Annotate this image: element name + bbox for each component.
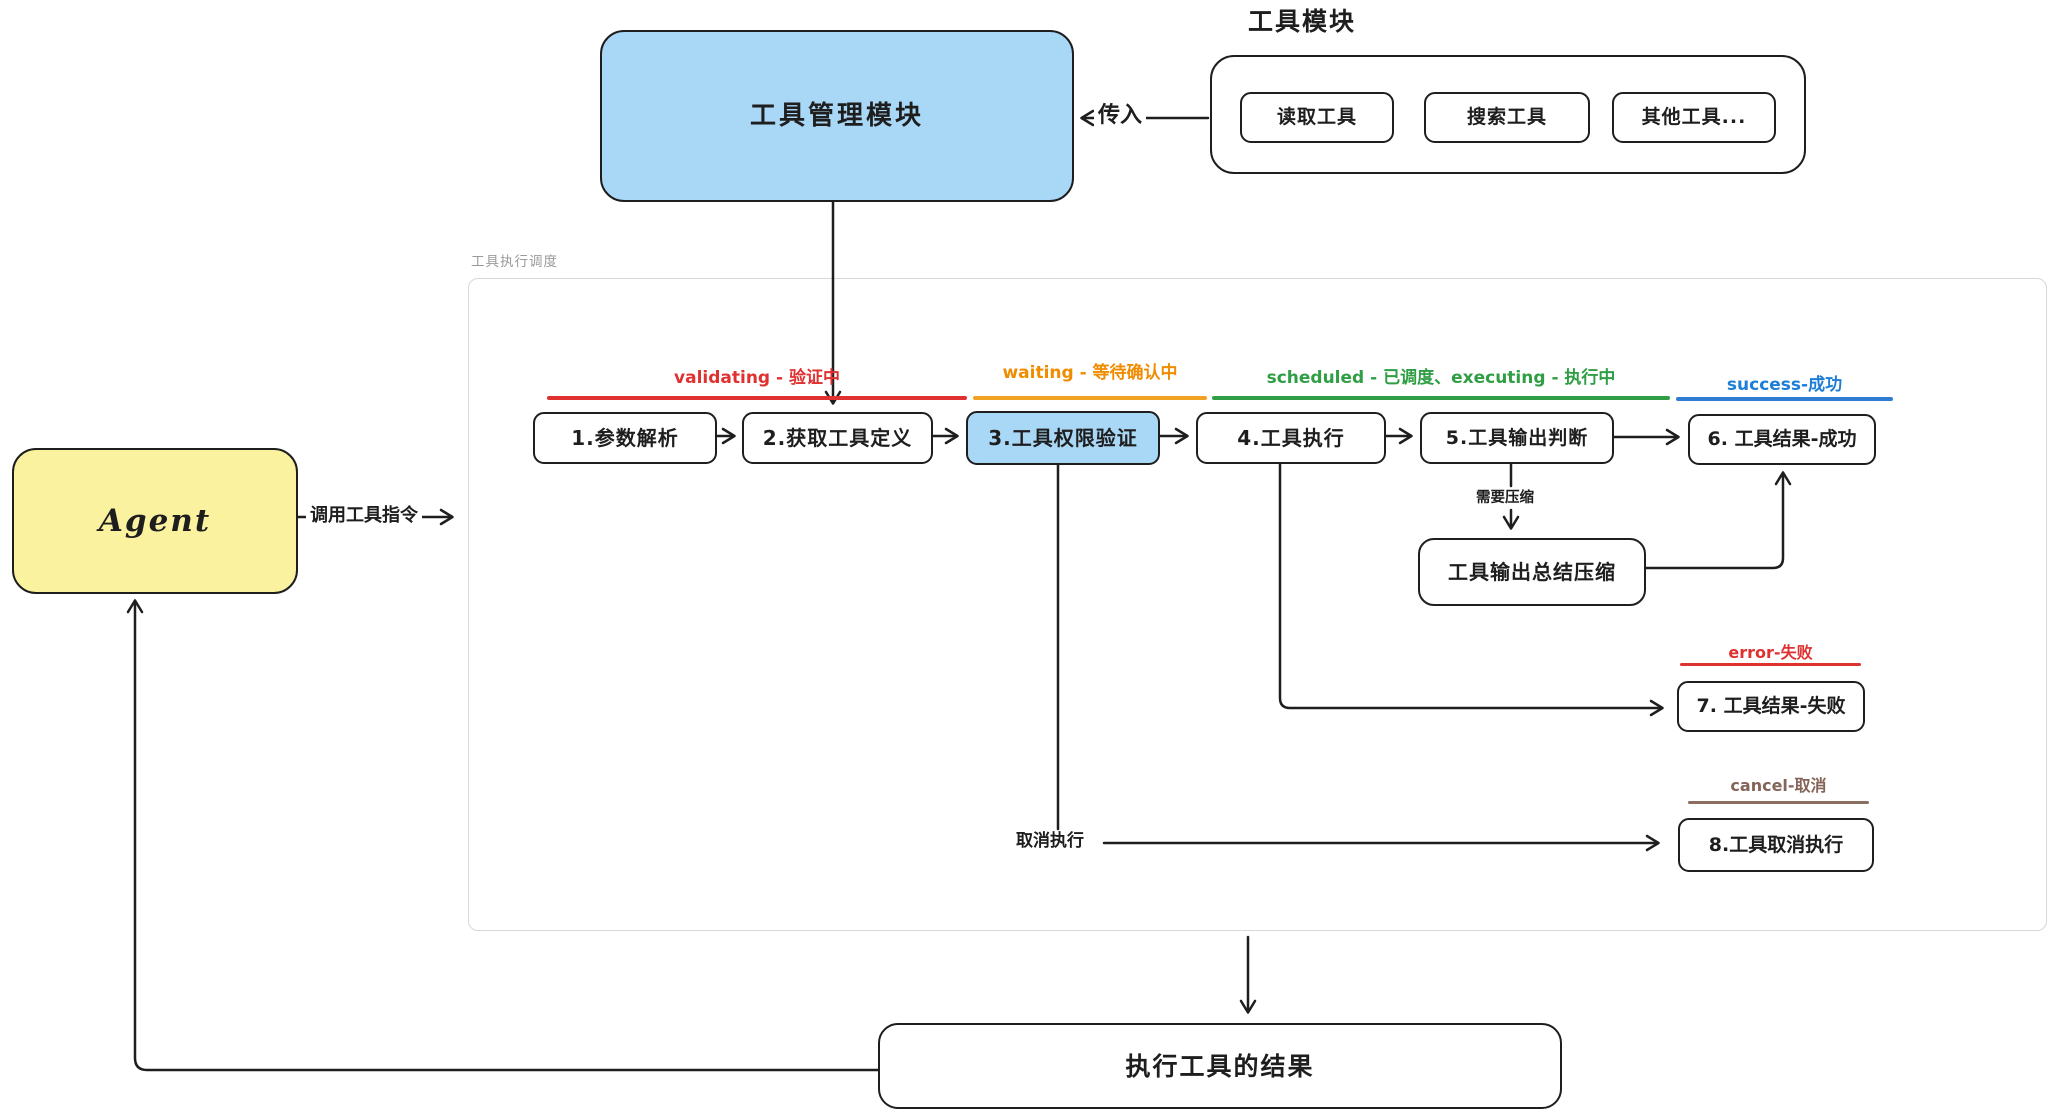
node-read-tool: 读取工具 bbox=[1240, 92, 1394, 143]
node-other-tools: 其他工具... bbox=[1612, 92, 1776, 143]
step2-label: 2.获取工具定义 bbox=[762, 426, 913, 450]
tools-module-title: 工具模块 bbox=[1248, 7, 1357, 36]
compress-box-label: 工具输出总结压缩 bbox=[1448, 560, 1616, 584]
scheduled-underline bbox=[1212, 396, 1670, 400]
step8-label: 8.工具取消执行 bbox=[1708, 833, 1844, 856]
node-search-tool: 搜索工具 bbox=[1424, 92, 1590, 143]
node-step1-parse-params: 1.参数解析 bbox=[533, 412, 717, 464]
node-read-tool-label: 读取工具 bbox=[1276, 106, 1357, 128]
error-underline bbox=[1680, 663, 1861, 666]
node-step5-output-judge: 5.工具输出判断 bbox=[1420, 412, 1614, 464]
node-step8-cancel-execute: 8.工具取消执行 bbox=[1678, 818, 1874, 872]
execution-result-label: 执行工具的结果 bbox=[1125, 1051, 1315, 1081]
node-output-summary-compress: 工具输出总结压缩 bbox=[1418, 538, 1646, 606]
step7-label: 7. 工具结果-失败 bbox=[1696, 695, 1846, 717]
node-other-tools-label: 其他工具... bbox=[1641, 106, 1747, 128]
step5-label: 5.工具输出判断 bbox=[1445, 426, 1589, 449]
status-validating: validating - 验证中 bbox=[674, 368, 840, 388]
status-success: success-成功 bbox=[1726, 375, 1843, 395]
node-step3-permission-check: 3.工具权限验证 bbox=[966, 411, 1160, 465]
node-step7-result-fail: 7. 工具结果-失败 bbox=[1677, 681, 1865, 732]
node-agent: Agent bbox=[12, 448, 298, 594]
validating-underline bbox=[547, 396, 967, 400]
step4-label: 4.工具执行 bbox=[1237, 426, 1345, 450]
node-step4-tool-execute: 4.工具执行 bbox=[1196, 412, 1386, 464]
node-tool-management-module: 工具管理模块 bbox=[600, 30, 1074, 202]
edge-label-cancel-exec: 取消执行 bbox=[1016, 831, 1084, 851]
scheduler-container-label: 工具执行调度 bbox=[471, 254, 558, 270]
edge-label-invoke-tool: 调用工具指令 bbox=[306, 505, 422, 527]
node-step6-result-success: 6. 工具结果-成功 bbox=[1688, 414, 1876, 465]
node-search-tool-label: 搜索工具 bbox=[1466, 106, 1547, 128]
node-step2-get-tool-definition: 2.获取工具定义 bbox=[742, 412, 933, 464]
node-tool-management-module-label: 工具管理模块 bbox=[749, 101, 924, 131]
edge-label-pass-in: 传入 bbox=[1094, 103, 1147, 129]
status-error: error-失败 bbox=[1728, 643, 1813, 662]
status-cancel: cancel-取消 bbox=[1730, 776, 1827, 795]
waiting-underline bbox=[973, 396, 1207, 400]
step3-label: 3.工具权限验证 bbox=[988, 426, 1138, 450]
status-scheduled-executing: scheduled - 已调度、executing - 执行中 bbox=[1266, 368, 1616, 388]
node-execution-result: 执行工具的结果 bbox=[878, 1023, 1562, 1109]
step1-label: 1.参数解析 bbox=[571, 426, 679, 450]
cancel-underline bbox=[1688, 801, 1869, 805]
edge-label-need-compress: 需要压缩 bbox=[1476, 490, 1534, 506]
success-underline bbox=[1676, 397, 1893, 401]
node-agent-label: Agent bbox=[98, 502, 212, 539]
status-waiting: waiting - 等待确认中 bbox=[1002, 363, 1178, 383]
step6-label: 6. 工具结果-成功 bbox=[1707, 428, 1857, 450]
